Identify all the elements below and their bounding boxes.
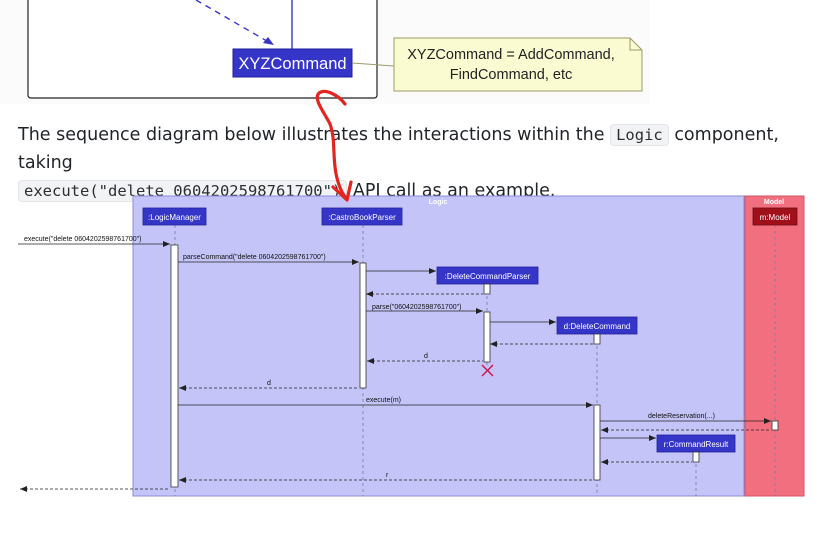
activation-delete-command-2	[593, 404, 601, 481]
activation-model	[771, 420, 779, 431]
arrowhead-icon	[601, 459, 608, 465]
note-fold	[629, 38, 642, 51]
message-label: r	[386, 472, 389, 479]
paragraph-line-1: The sequence diagram below illustrates t…	[18, 121, 818, 177]
activation-delete-command-1	[593, 333, 601, 345]
participant-label: r:CommandResult	[664, 440, 729, 449]
participant-parser	[321, 207, 403, 226]
xyzcommand-box	[232, 48, 353, 78]
arrowhead-icon	[20, 486, 27, 492]
arrowhead-icon	[163, 241, 170, 247]
arrowhead-icon	[179, 477, 186, 483]
message-label: d	[267, 380, 271, 387]
participant-model	[752, 207, 798, 226]
arrowhead-icon	[263, 37, 274, 45]
logic-frame	[132, 195, 745, 497]
arrowhead-icon	[352, 259, 359, 265]
activation-logic-manager	[170, 244, 179, 488]
participant-label: d:DeleteCommand	[564, 322, 631, 331]
model-frame-label: Model	[764, 199, 784, 206]
paragraph-text: The sequence diagram below illustrates t…	[18, 125, 611, 145]
arrowhead-icon	[367, 358, 374, 364]
participant-logic-manager	[142, 207, 207, 226]
message-label: parseCommand("delete 0604202598761700")	[183, 254, 326, 261]
arrowhead-icon	[366, 291, 373, 297]
message-label: parse("0604202598761700")	[372, 304, 461, 311]
message-label: execute("delete 0604202598761700")	[24, 236, 141, 243]
arrowhead-icon	[549, 319, 556, 325]
participant-label: :CastroBookParser	[328, 213, 396, 222]
dependency-arrow	[195, 0, 273, 45]
arrowhead-icon	[601, 427, 608, 433]
activation-delete-parser-1	[483, 283, 491, 295]
participant-label: :DeleteCommandParser	[445, 272, 531, 281]
architecture-diagram-fragment: XYZCommand XYZCommand = AddCommand, Find…	[0, 0, 650, 104]
sequence-diagram: Logic Model :LogicManager :CastroBookPar…	[18, 195, 805, 497]
paragraph-text: component, taking	[18, 125, 779, 173]
participant-label: :LogicManager	[148, 213, 201, 222]
xyzcommand-label: XYZCommand	[238, 55, 346, 73]
inline-code-logic: Logic	[610, 124, 669, 146]
participant-label: m:Model	[760, 213, 791, 222]
arrowhead-icon	[179, 385, 186, 391]
arrowhead-icon	[429, 268, 436, 274]
note-line-2: FindCommand, etc	[450, 67, 573, 83]
destroy-x-icon	[481, 364, 494, 377]
message-label: d	[424, 353, 428, 360]
logic-frame-label: Logic	[429, 199, 448, 206]
activation-command-result	[692, 451, 700, 463]
arrowhead-icon	[476, 308, 483, 314]
activation-parser	[359, 262, 367, 389]
note-line-1: XYZCommand = AddCommand,	[407, 47, 615, 63]
message-label: execute(m)	[366, 397, 401, 404]
note-connector	[351, 62, 395, 67]
activation-delete-parser-2	[483, 311, 491, 363]
arrowhead-icon	[490, 341, 497, 347]
note-box	[393, 37, 643, 92]
arrowhead-icon	[649, 435, 656, 441]
arrowhead-icon	[586, 402, 593, 408]
model-frame	[744, 195, 805, 497]
message-label: deleteReservation(...)	[648, 413, 715, 420]
arrowhead-icon	[764, 418, 771, 424]
